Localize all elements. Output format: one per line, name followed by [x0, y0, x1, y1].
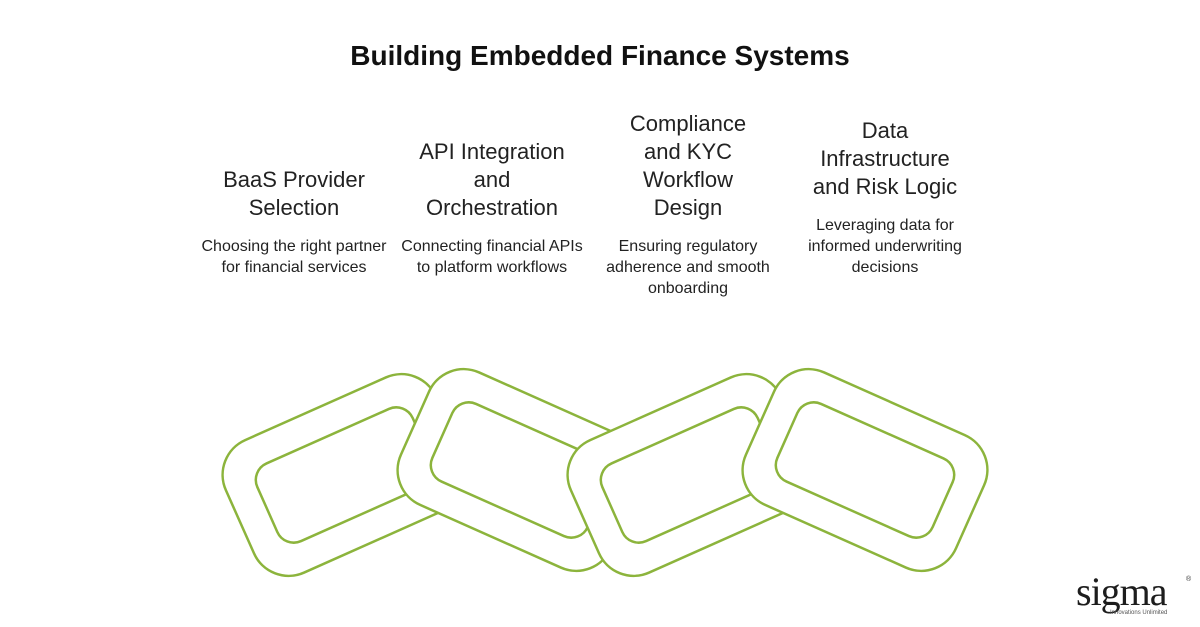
chain-link-4	[741, 367, 989, 573]
logo-wordmark: sigma	[1076, 569, 1168, 614]
step-title: Compliance and KYC Workflow Design	[629, 111, 747, 220]
page-title: Building Embedded Finance Systems	[350, 40, 850, 71]
step-title: Data Infrastructure and Risk Logic	[812, 118, 958, 199]
step-title: BaaS Provider Selection	[223, 167, 365, 220]
step-title: API Integration and Orchestration	[419, 139, 565, 220]
step-description: Leveraging data for informed underwritin…	[808, 217, 962, 276]
step-baas-provider-selection: BaaS Provider Selection Choosing the rig…	[199, 166, 389, 278]
step-api-integration: API Integration and Orchestration Connec…	[397, 138, 587, 278]
chain-link-inner	[774, 401, 956, 539]
step-description: Choosing the right partner for financial…	[201, 238, 387, 276]
step-description: Connecting financial APIs to platform wo…	[401, 238, 583, 276]
step-description: Ensuring regulatory adherence and smooth…	[606, 238, 770, 297]
step-compliance-kyc: Compliance and KYC Workflow Design Ensur…	[593, 110, 783, 299]
sigma-logo: sigma Innovations Unlimited ®	[1076, 572, 1192, 622]
logo-tagline: Innovations Unlimited	[1110, 610, 1168, 616]
chain-link-3	[566, 372, 814, 578]
registered-mark: ®	[1186, 576, 1192, 583]
step-data-infrastructure: Data Infrastructure and Risk Logic Lever…	[790, 117, 980, 278]
